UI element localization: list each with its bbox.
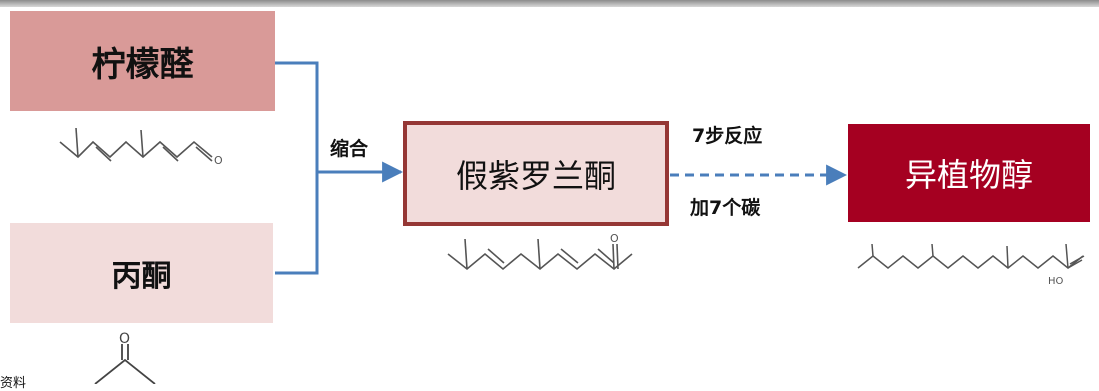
acetone-oxygen: O	[119, 331, 130, 347]
top-divider-bar	[0, 0, 1099, 7]
acetone-structure-icon	[94, 344, 156, 384]
merge-bracket-connector	[275, 61, 319, 275]
pseudoionone-oxygen: O	[610, 232, 619, 245]
isophytol-structure-icon	[857, 243, 1085, 269]
citral-label: 柠檬醛	[91, 44, 194, 85]
citral-oxygen: O	[214, 154, 223, 167]
pseudoionone-label: 假紫罗兰酮	[455, 156, 616, 195]
isophytol-ho-label: HO	[1048, 276, 1064, 287]
pseudoionone-node: 假紫罗兰酮	[403, 121, 669, 226]
pseudoionone-structure-icon	[447, 238, 633, 271]
reaction-steps-label: 7步反应	[692, 125, 763, 147]
acetone-label: 丙酮	[111, 259, 172, 294]
citral-structure-icon	[59, 127, 213, 162]
condensation-label: 缩合	[330, 138, 369, 160]
citral-node: 柠檬醛	[10, 11, 275, 111]
acetone-node: 丙酮	[10, 223, 273, 323]
carbon-addition-label: 加7个碳	[690, 197, 761, 219]
isophytol-node: 异植物醇	[848, 124, 1090, 222]
isophytol-label: 异植物醇	[904, 156, 1033, 194]
